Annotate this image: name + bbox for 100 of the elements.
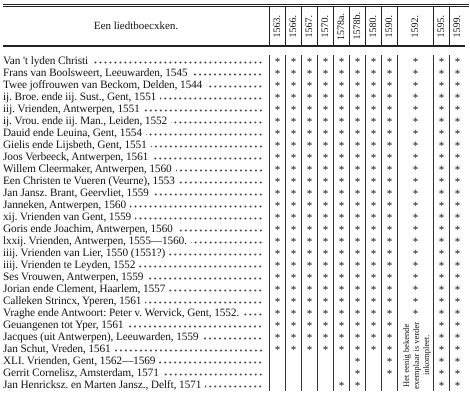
asterisk-mark: * — [454, 224, 460, 234]
asterisk-mark: * — [306, 140, 312, 150]
asterisk-mark: * — [290, 176, 296, 186]
asterisk-mark: * — [354, 200, 360, 210]
asterisk-mark: * — [412, 92, 418, 102]
asterisk-mark: * — [338, 128, 344, 138]
asterisk-mark: * — [274, 164, 280, 174]
asterisk-mark: * — [306, 296, 312, 306]
asterisk-mark: * — [354, 344, 360, 354]
asterisk-mark: * — [322, 320, 328, 330]
asterisk-mark: * — [306, 152, 312, 162]
asterisk-mark: * — [454, 272, 460, 282]
row-title: XLI. Vrienden, Gent, 1562—1569 — [3, 355, 156, 367]
asterisk-mark: * — [370, 128, 376, 138]
asterisk-mark: * — [354, 248, 360, 258]
asterisk-mark: * — [354, 236, 360, 246]
asterisk-mark: * — [370, 212, 376, 222]
asterisk-mark: * — [306, 92, 312, 102]
asterisk-mark: * — [306, 116, 312, 126]
asterisk-mark: * — [322, 128, 328, 138]
year-heading: 1578b. — [352, 12, 362, 40]
asterisk-mark: * — [438, 104, 444, 114]
asterisk-mark: * — [386, 356, 392, 366]
row-title: Dauid ende Leuina, Gent, 1554 — [3, 127, 142, 139]
asterisk-mark: * — [322, 236, 328, 246]
asterisk-mark: * — [370, 248, 376, 258]
asterisk-mark: * — [274, 296, 280, 306]
asterisk-mark: * — [290, 188, 296, 198]
asterisk-mark: * — [454, 92, 460, 102]
asterisk-mark: * — [438, 200, 444, 210]
asterisk-mark: * — [338, 296, 344, 306]
asterisk-mark: * — [454, 128, 460, 138]
asterisk-mark: * — [274, 344, 280, 354]
asterisk-mark: * — [412, 80, 418, 90]
asterisk-mark: * — [386, 272, 392, 282]
asterisk-mark: * — [370, 116, 376, 126]
asterisk-mark: * — [338, 200, 344, 210]
asterisk-mark: * — [438, 284, 444, 294]
asterisk-mark: * — [438, 68, 444, 78]
asterisk-mark: * — [386, 296, 392, 306]
asterisk-mark: * — [370, 320, 376, 330]
asterisk-mark: * — [370, 200, 376, 210]
asterisk-mark: * — [412, 56, 418, 66]
asterisk-mark: * — [412, 152, 418, 162]
year-heading: 1570. — [320, 14, 330, 38]
asterisk-mark: * — [306, 248, 312, 258]
asterisk-mark: * — [338, 140, 344, 150]
asterisk-mark: * — [290, 140, 296, 150]
asterisk-mark: * — [454, 212, 460, 222]
asterisk-mark: * — [338, 116, 344, 126]
asterisk-mark: * — [322, 260, 328, 270]
asterisk-mark: * — [438, 236, 444, 246]
asterisk-mark: * — [386, 188, 392, 198]
asterisk-mark: * — [274, 332, 280, 342]
row-title: Gerrit Cornelisz, Amsterdam, 1571 — [3, 367, 159, 379]
asterisk-mark: * — [438, 92, 444, 102]
asterisk-mark: * — [438, 260, 444, 270]
asterisk-mark: * — [386, 320, 392, 330]
asterisk-mark: * — [412, 68, 418, 78]
year-heading: 1566. — [288, 14, 298, 38]
asterisk-mark: * — [438, 296, 444, 306]
asterisk-mark: * — [386, 56, 392, 66]
asterisk-mark: * — [386, 284, 392, 294]
asterisk-mark: * — [338, 344, 344, 354]
asterisk-mark: * — [338, 104, 344, 114]
row-title: Joos Verbeeck, Antwerpen, 1561 — [3, 151, 148, 163]
asterisk-mark: * — [274, 308, 280, 318]
asterisk-mark: * — [354, 116, 360, 126]
asterisk-mark: * — [386, 344, 392, 354]
asterisk-mark: * — [370, 92, 376, 102]
asterisk-mark: * — [290, 128, 296, 138]
asterisk-mark: * — [306, 224, 312, 234]
row-title: Jacques (uit Antwerpen), Leeuwarden, 1559 — [3, 331, 198, 343]
asterisk-mark: * — [354, 380, 360, 390]
asterisk-mark: * — [438, 152, 444, 162]
asterisk-mark: * — [386, 248, 392, 258]
asterisk-mark: * — [412, 128, 418, 138]
year-heading: 1595. — [436, 14, 446, 38]
asterisk-mark: * — [454, 284, 460, 294]
asterisk-mark: * — [322, 272, 328, 282]
asterisk-mark: * — [386, 368, 392, 378]
asterisk-mark: * — [322, 308, 328, 318]
asterisk-mark: * — [306, 236, 312, 246]
asterisk-mark: * — [386, 152, 392, 162]
asterisk-mark: * — [338, 92, 344, 102]
asterisk-mark: * — [338, 176, 344, 186]
asterisk-mark: * — [306, 272, 312, 282]
asterisk-mark: * — [412, 140, 418, 150]
asterisk-mark: * — [306, 68, 312, 78]
row-title: Jan Schut, Vreden, 1561 — [3, 343, 111, 355]
asterisk-mark: * — [386, 104, 392, 114]
asterisk-mark: * — [412, 296, 418, 306]
asterisk-mark: * — [274, 140, 280, 150]
asterisk-mark: * — [370, 272, 376, 282]
asterisk-mark: * — [370, 104, 376, 114]
asterisk-mark: * — [412, 188, 418, 198]
year-heading: 1563. — [272, 14, 282, 38]
asterisk-mark: * — [386, 176, 392, 186]
asterisk-mark: * — [306, 260, 312, 270]
asterisk-mark: * — [454, 296, 460, 306]
